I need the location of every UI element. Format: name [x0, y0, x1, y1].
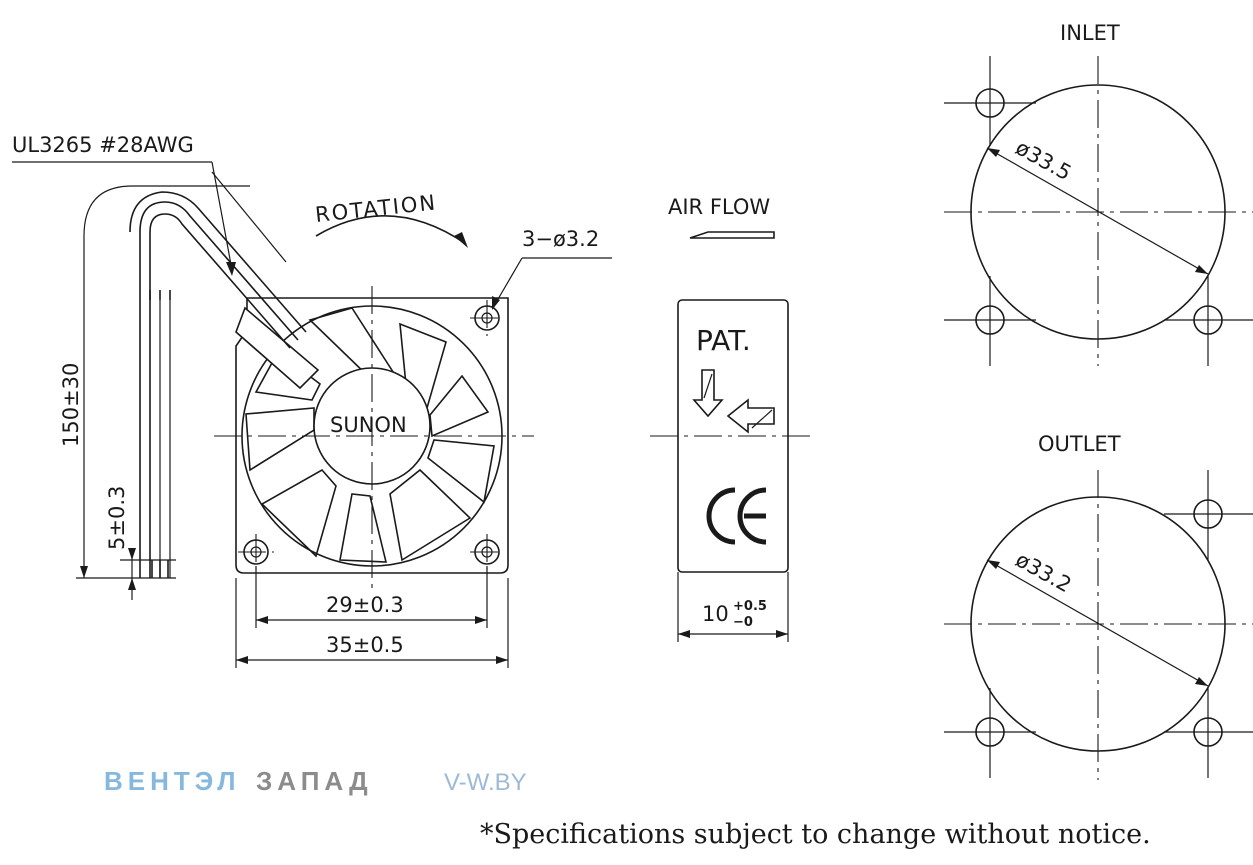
outlet-hole-top-right — [1164, 470, 1253, 560]
inlet-hole-bottom-left — [944, 276, 1036, 366]
thickness-tol-upper: +0.5 — [733, 599, 767, 614]
patent-label: PAT. — [696, 324, 751, 357]
holes-label: 3−ø3.2 — [522, 227, 599, 251]
rotation-direction-icon — [726, 398, 775, 434]
inlet-hole-bottom-right — [1164, 276, 1253, 366]
wire-spec-label: UL3265 #28AWG — [12, 133, 194, 157]
outlet-view: OUTLET ø33.2 — [944, 432, 1253, 780]
air-flow-label: AIR FLOW — [668, 195, 770, 219]
rotation-indicator: ROTATION — [314, 190, 468, 248]
outlet-diameter-label: ø33.2 — [1012, 547, 1076, 597]
inlet-diameter-label: ø33.5 — [1012, 135, 1076, 185]
hole-pitch-label: 29±0.3 — [326, 593, 404, 617]
thickness-label: 10 — [702, 602, 729, 626]
wire-spec-callout: UL3265 #28AWG — [12, 133, 287, 276]
outlet-hole-bottom-right — [1164, 688, 1253, 778]
inlet-view: INLET ø33.5 — [944, 21, 1253, 366]
watermark-site: V-W.BY — [444, 769, 527, 796]
hole-pitch-dimension: 29±0.3 — [255, 566, 488, 628]
air-flow-arrow-icon — [689, 231, 775, 239]
outlet-hole-bottom-left — [944, 688, 1036, 778]
strip-length-label: 5±0.3 — [105, 486, 129, 550]
inlet-title: INLET — [1060, 21, 1120, 45]
frame-size-dimension: 35±0.5 — [235, 578, 509, 668]
fan-blades — [245, 307, 495, 563]
lead-length-label: 150±30 — [59, 363, 83, 447]
lead-wires — [129, 191, 307, 578]
thickness-tol-lower: −0 — [733, 615, 753, 630]
watermark-company-part2: ЗАПАД — [256, 766, 373, 796]
side-view: AIR FLOW PAT. 10 +0.5 — [650, 195, 814, 642]
specifications-note: *Specifications subject to change withou… — [480, 819, 1151, 850]
frame-size-label: 35±0.5 — [326, 633, 404, 657]
outlet-title: OUTLET — [1038, 432, 1121, 456]
strip-length-dimension: 5±0.3 — [105, 486, 176, 600]
lead-length-dimension: 150±30 — [59, 185, 250, 579]
front-view — [214, 286, 534, 592]
ce-mark-icon — [706, 487, 767, 545]
watermark: ВЕНТЭЛ ЗАПАД V-W.BY — [104, 766, 527, 796]
inlet-hole-top-left — [944, 56, 1036, 146]
thickness-dimension: 10 +0.5 −0 — [677, 572, 789, 642]
airflow-direction-icon — [692, 369, 724, 418]
watermark-company-part1: ВЕНТЭЛ — [104, 766, 241, 796]
brand-label: SUNON — [330, 413, 407, 437]
holes-callout: 3−ø3.2 — [492, 227, 612, 310]
